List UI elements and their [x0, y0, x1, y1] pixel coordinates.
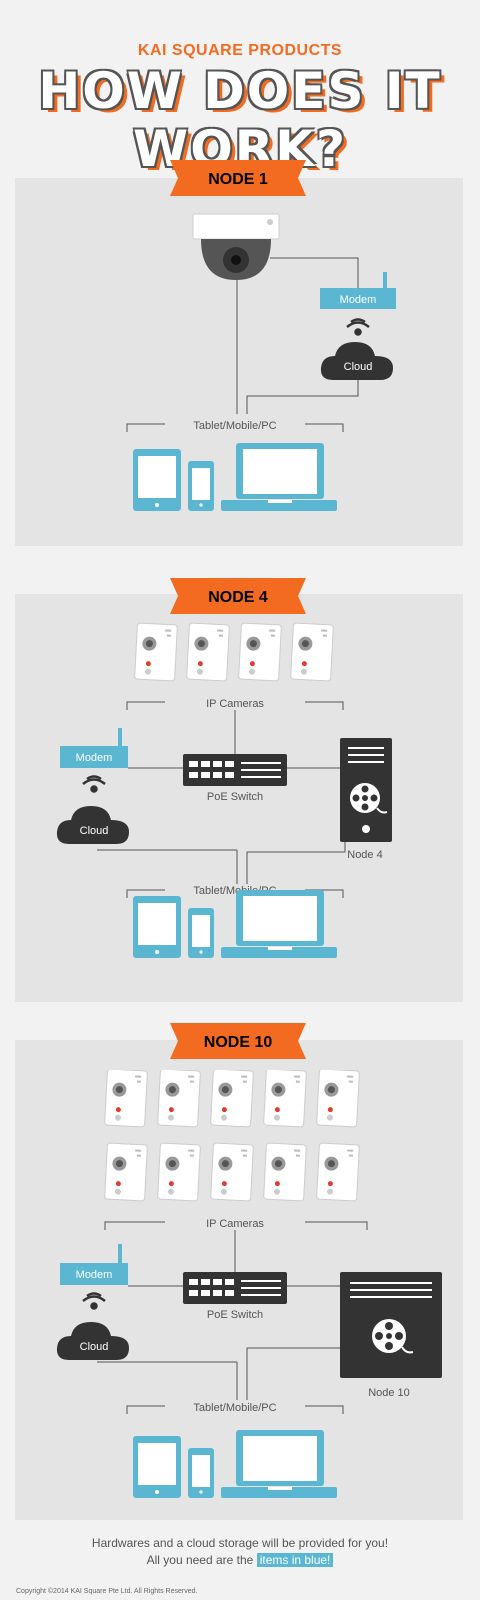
node1-banner-text: NODE 1	[208, 171, 268, 188]
node4-diagram: IP Cameras PoE Switch Modem Cloud Node 4…	[56, 622, 392, 958]
mobile-icon	[188, 461, 214, 511]
ip-camera-icon	[316, 1142, 360, 1202]
ip-camera-icon	[238, 622, 282, 682]
ip-camera-icon	[104, 1142, 148, 1202]
node10-cloud-icon: Cloud	[56, 1322, 129, 1360]
page-title: HOW DOES IT WORK?	[38, 62, 442, 178]
node10-server-icon	[340, 1272, 442, 1378]
ip-camera-icon	[263, 1142, 307, 1202]
cloud-icon: Cloud	[320, 342, 393, 380]
node4-ip-cameras-label: IP Cameras	[206, 698, 264, 710]
ip-camera-icon	[157, 1070, 201, 1128]
node1-banner: NODE 1	[170, 160, 306, 196]
ip-camera-icon	[134, 622, 178, 682]
film-reel-icon	[372, 1319, 414, 1354]
node10-devices-label: Tablet/Mobile/PC	[193, 1402, 276, 1414]
node10-diagram: IP Cameras PoE Switch Modem Cloud Node 1…	[56, 1070, 442, 1498]
tablet-icon	[133, 449, 181, 511]
footer-line2-prefix: All you need are the	[146, 1553, 254, 1567]
node4-poe-switch-label: PoE Switch	[207, 791, 263, 803]
laptop-icon	[221, 890, 337, 958]
node1-modem-label: Modem	[340, 294, 377, 306]
node4-banner-text: NODE 4	[208, 589, 268, 606]
laptop-icon	[221, 443, 337, 511]
node4-wifi-icon	[82, 775, 106, 793]
tablet-icon	[133, 1436, 181, 1498]
footer-highlight: items in blue!	[256, 1553, 334, 1567]
ip-camera-icon	[210, 1142, 254, 1202]
node10-label: Node 10	[368, 1387, 410, 1399]
node4-ip-cameras	[134, 622, 334, 682]
ip-camera-icon	[290, 622, 334, 682]
mobile-icon	[188, 908, 214, 958]
ip-camera-icon	[186, 622, 230, 682]
node10-modem-icon: Modem	[60, 1244, 128, 1285]
ip-camera-icon	[104, 1070, 148, 1128]
node10-cloud-label: Cloud	[80, 1341, 109, 1353]
mobile-icon	[188, 1448, 214, 1498]
node4-server-icon	[340, 738, 392, 842]
laptop-icon	[221, 1430, 337, 1498]
footer-line1: Hardwares and a cloud storage will be pr…	[91, 1536, 389, 1550]
modem-icon: Modem	[320, 272, 396, 309]
node10-poe-switch-label: PoE Switch	[207, 1309, 263, 1321]
node10-ip-cameras	[104, 1070, 360, 1202]
node10-ip-cameras-label: IP Cameras	[206, 1218, 264, 1230]
node10-wifi-icon	[82, 1292, 106, 1310]
film-reel-icon	[350, 783, 388, 814]
footer-message: Hardwares and a cloud storage will be pr…	[0, 1535, 480, 1569]
node4-banner: NODE 4	[170, 578, 306, 614]
node4-modem-label: Modem	[76, 752, 113, 764]
node4-modem-icon: Modem	[60, 728, 128, 768]
node10-banner-text: NODE 10	[204, 1034, 273, 1051]
wifi-icon	[346, 318, 370, 336]
page-subtitle: KAI SQUARE PRODUCTS	[137, 42, 343, 59]
node10-poe-switch-icon	[183, 1272, 287, 1304]
node4-poe-switch-icon	[183, 754, 287, 786]
node4-cloud-icon: Cloud	[56, 806, 129, 844]
footer-line2: All you need are the items in blue!	[0, 1552, 480, 1569]
dome-camera-icon	[192, 213, 280, 280]
copyright: Copyright ©2014 KAI Square Pte Ltd. All …	[16, 1588, 198, 1595]
node10-modem-label: Modem	[76, 1269, 113, 1281]
ip-camera-icon	[263, 1070, 307, 1128]
node1-devices-label: Tablet/Mobile/PC	[193, 420, 276, 432]
node1-cloud-label: Cloud	[344, 361, 373, 373]
node1-diagram: Modem Cloud Tablet/Mobile/PC	[126, 213, 396, 511]
tablet-icon	[133, 896, 181, 958]
ip-camera-icon	[157, 1142, 201, 1202]
node4-cloud-label: Cloud	[80, 825, 109, 837]
ip-camera-icon	[210, 1070, 254, 1128]
node4-label: Node 4	[347, 849, 382, 861]
ip-camera-icon	[316, 1070, 360, 1128]
node10-banner: NODE 10	[170, 1023, 306, 1059]
